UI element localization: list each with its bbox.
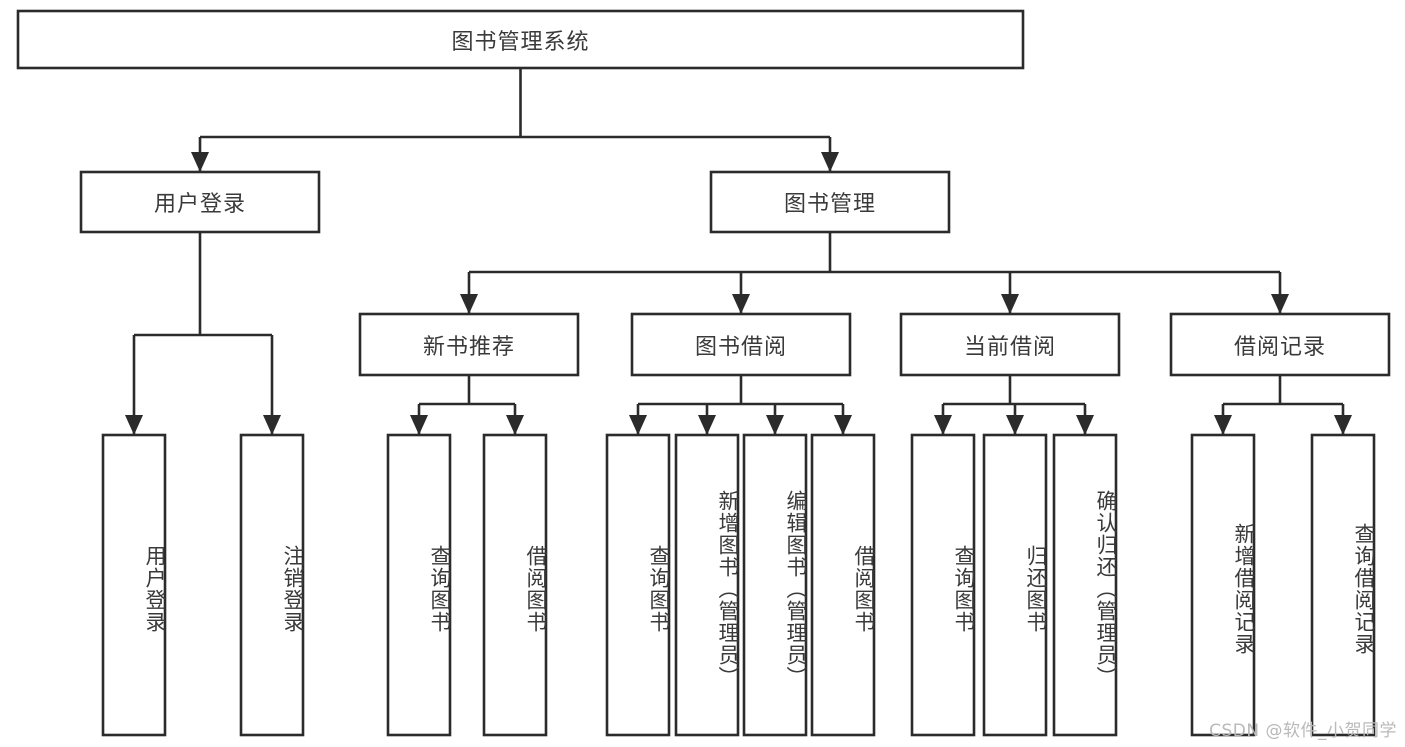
node-box-leaf-borrow-book-2[interactable]: [810, 433, 876, 737]
edge-arrowhead: [191, 152, 209, 172]
edge-arrowhead: [821, 152, 839, 172]
node-box-leaf-logout-login[interactable]: [239, 433, 305, 737]
node-box-current-borrow[interactable]: [899, 312, 1121, 377]
node-box-book-borrow[interactable]: [630, 312, 852, 377]
edge-arrowhead: [263, 415, 281, 435]
edge-arrowhead: [506, 415, 524, 435]
edge-arrowhead: [766, 415, 784, 435]
node-box-leaf-add-borrow-record[interactable]: [1190, 433, 1256, 737]
edge-arrowhead: [125, 415, 143, 435]
node-box-root[interactable]: [16, 9, 1025, 70]
node-box-borrow-record[interactable]: [1169, 312, 1391, 377]
node-box-leaf-user-login[interactable]: [101, 433, 167, 737]
edge-arrowhead: [629, 415, 647, 435]
nodes-layer: [16, 9, 1391, 737]
edge-arrowhead: [1334, 415, 1352, 435]
node-box-leaf-return-book[interactable]: [982, 433, 1048, 737]
edge-arrowhead: [1076, 415, 1094, 435]
watermark-text: CSDN @软件_小贺同学: [1209, 721, 1397, 741]
node-box-leaf-query-book-3[interactable]: [910, 433, 976, 737]
edge-arrowhead: [1214, 415, 1232, 435]
edge-arrowhead: [934, 415, 952, 435]
node-box-book-manage[interactable]: [709, 170, 951, 234]
edge-arrowhead: [698, 415, 716, 435]
edge-arrowhead: [732, 294, 750, 314]
edge-arrowhead: [1001, 294, 1019, 314]
edge-arrowhead: [460, 294, 478, 314]
node-box-leaf-query-book-1[interactable]: [386, 433, 452, 737]
node-box-leaf-edit-book[interactable]: [742, 433, 808, 737]
node-box-user-login[interactable]: [79, 170, 321, 234]
node-box-leaf-borrow-book-1[interactable]: [482, 433, 548, 737]
node-box-leaf-query-borrow-record[interactable]: [1310, 433, 1376, 737]
edge-arrowhead: [410, 415, 428, 435]
edge-arrowhead: [1271, 294, 1289, 314]
edge-arrowhead: [834, 415, 852, 435]
edges-layer: [125, 68, 1352, 435]
node-box-leaf-query-book-2[interactable]: [605, 433, 671, 737]
edge-arrowhead: [1006, 415, 1024, 435]
node-box-new-book-recommend[interactable]: [358, 312, 580, 377]
node-box-leaf-confirm-return[interactable]: [1052, 433, 1118, 737]
node-box-leaf-add-book[interactable]: [674, 433, 740, 737]
